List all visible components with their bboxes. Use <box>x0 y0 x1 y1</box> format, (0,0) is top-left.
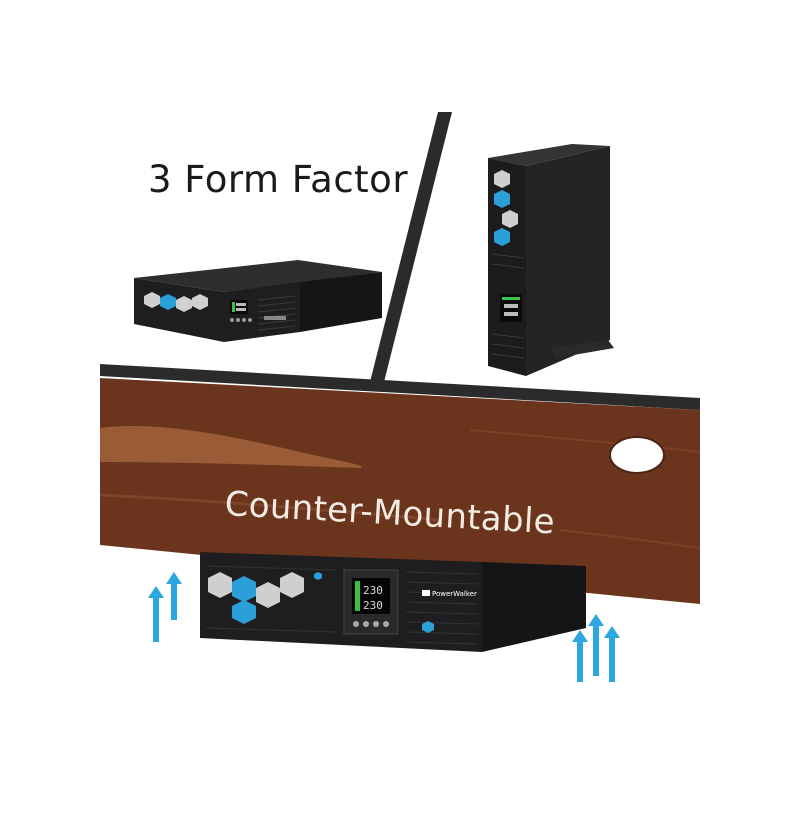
airflow-arrows-left <box>148 572 182 642</box>
display-readout-top: 230 <box>363 584 383 597</box>
wood-grain-line <box>559 529 701 549</box>
hexagon-pattern-icon <box>144 292 208 312</box>
cable-hole <box>609 436 665 474</box>
panel-button <box>353 621 359 627</box>
wood-grain-line <box>469 429 701 453</box>
headline: 3 Form Factor <box>148 158 409 201</box>
display-readout-bottom: 230 <box>363 599 383 612</box>
hexagon-pattern-icon <box>494 170 518 246</box>
wood-counter <box>100 378 700 604</box>
brand-logo-icon <box>422 590 430 596</box>
up-arrow-icon <box>604 626 620 682</box>
brand-text: PowerWalker <box>432 590 477 598</box>
airflow-arrows-right <box>572 614 620 682</box>
tower-ups-device <box>488 144 614 376</box>
diagonal-divider <box>370 112 452 382</box>
wood-grain-line <box>99 493 441 522</box>
up-arrow-icon <box>166 572 182 620</box>
up-arrow-icon <box>148 586 164 642</box>
rack-ups-device <box>134 260 382 342</box>
counter-top-edge <box>100 364 700 410</box>
brand-logo-icon <box>264 316 286 320</box>
up-arrow-icon <box>588 614 604 676</box>
panel-button <box>383 621 389 627</box>
panel-button <box>373 621 379 627</box>
wood-grain-highlight <box>100 426 362 468</box>
up-arrow-icon <box>572 630 588 682</box>
counter-ups-device: 230 230 PowerWalker <box>200 552 586 652</box>
panel-button <box>363 621 369 627</box>
hexagon-pattern-icon <box>208 572 304 624</box>
